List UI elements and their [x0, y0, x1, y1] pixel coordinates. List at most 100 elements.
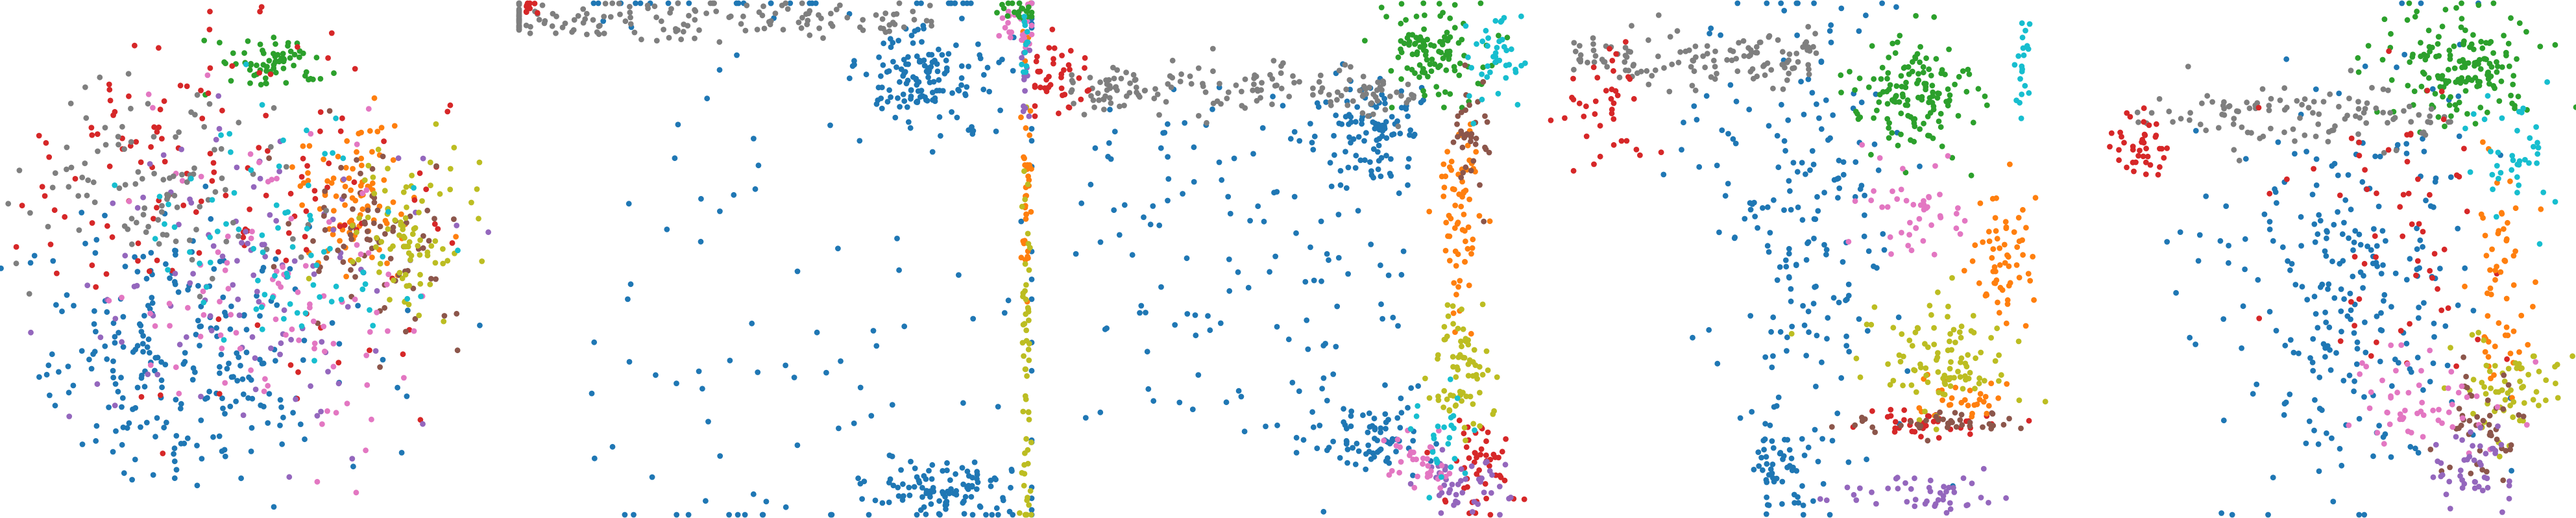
scatter-point — [1022, 196, 1028, 203]
scatter-point — [653, 38, 660, 43]
scatter-point — [699, 386, 705, 392]
scatter-point — [1121, 103, 1127, 108]
scatter-point — [187, 280, 193, 286]
scatter-point — [354, 157, 359, 163]
scatter-point — [2514, 161, 2521, 167]
scatter-point — [405, 307, 411, 314]
scatter-point — [1815, 458, 1821, 465]
scatter-point — [1986, 500, 1991, 506]
scatter-point — [1688, 64, 1694, 70]
scatter-point — [1318, 278, 1324, 284]
scatter-point — [1774, 132, 1780, 139]
scatter-point — [1734, 68, 1741, 75]
scatter-point — [419, 198, 425, 204]
scatter-point — [1420, 0, 1427, 6]
scatter-point — [1674, 28, 1681, 34]
scatter-point — [2418, 40, 2424, 46]
scatter-point — [139, 176, 145, 182]
scatter-point — [1610, 116, 1617, 122]
scatter-point — [1200, 83, 1206, 90]
scatter-point — [1477, 389, 1483, 396]
scatter-point — [1897, 358, 1904, 365]
scatter-point — [2533, 124, 2540, 130]
scatter-point — [2525, 371, 2532, 378]
scatter-point — [273, 217, 280, 224]
scatter-point — [1447, 15, 1453, 21]
scatter-point — [1805, 444, 1812, 450]
scatter-point — [1800, 302, 1806, 309]
scatter-point — [1969, 258, 1976, 264]
scatter-point — [2230, 121, 2237, 127]
scatter-point — [303, 247, 310, 253]
scatter-point — [1381, 438, 1387, 444]
scatter-point — [1251, 81, 1257, 88]
scatter-point — [2440, 84, 2447, 90]
scatter-point — [2315, 121, 2322, 127]
scatter-point — [1907, 219, 1913, 226]
scatter-point — [1874, 265, 1880, 271]
scatter-point — [2313, 86, 2319, 92]
scatter-point — [221, 447, 228, 453]
scatter-point — [1178, 71, 1184, 77]
scatter-point — [1132, 77, 1138, 83]
scatter-point — [1895, 314, 1902, 321]
scatter-point — [178, 401, 184, 407]
scatter-point — [2141, 105, 2147, 112]
scatter-point — [763, 499, 770, 504]
scatter-point — [2335, 172, 2341, 179]
scatter-point — [1935, 289, 1941, 295]
scatter-point — [341, 243, 347, 249]
scatter-point — [1010, 512, 1016, 518]
scatter-point — [1440, 55, 1446, 62]
scatter-point — [2475, 336, 2481, 343]
scatter-point — [984, 64, 991, 71]
scatter-point — [263, 112, 269, 119]
scatter-point — [2372, 233, 2378, 240]
scatter-point — [2420, 434, 2426, 440]
scatter-point — [1259, 125, 1266, 131]
scatter-point — [2404, 158, 2411, 165]
scatter-point — [1788, 298, 1794, 304]
scatter-point — [1304, 317, 1310, 323]
scatter-point — [1359, 93, 1366, 99]
scatter-point — [1479, 96, 1485, 103]
scatter-point — [1962, 360, 1969, 367]
scatter-point — [1890, 378, 1897, 384]
scatter-point — [1034, 53, 1040, 60]
scatter-point — [2506, 495, 2512, 502]
scatter-point — [299, 202, 305, 208]
scatter-point — [102, 343, 108, 349]
scatter-point — [531, 1, 538, 6]
scatter-point — [2425, 27, 2432, 34]
scatter-point — [2427, 378, 2433, 385]
scatter-point — [1895, 142, 1901, 149]
scatter-point — [2383, 238, 2388, 244]
scatter-point — [106, 86, 113, 93]
scatter-point — [158, 209, 165, 215]
scatter-point — [330, 341, 337, 347]
scatter-point — [1805, 239, 1812, 245]
scatter-point — [256, 159, 262, 166]
scatter-point — [2512, 105, 2518, 112]
scatter-point — [1367, 159, 1373, 166]
scatter-point — [2348, 206, 2354, 213]
scatter-point — [2419, 399, 2425, 406]
scatter-point — [1868, 321, 1875, 328]
scatter-point — [2537, 43, 2544, 49]
scatter-point — [918, 0, 924, 6]
scatter-point — [1912, 497, 1919, 502]
scatter-point — [1862, 212, 1867, 218]
scatter-point — [2360, 285, 2366, 291]
scatter-point — [156, 193, 163, 200]
scatter-point — [1429, 56, 1435, 62]
scatter-point — [210, 160, 217, 166]
scatter-point — [1370, 111, 1376, 117]
scatter-point — [686, 0, 692, 6]
scatter-point — [1348, 119, 1354, 125]
scatter-point — [207, 234, 213, 240]
scatter-point — [1463, 164, 1469, 171]
scatter-point — [369, 416, 374, 423]
scatter-point — [2155, 171, 2161, 178]
scatter-point — [106, 163, 113, 169]
scatter-point — [1433, 456, 1439, 462]
